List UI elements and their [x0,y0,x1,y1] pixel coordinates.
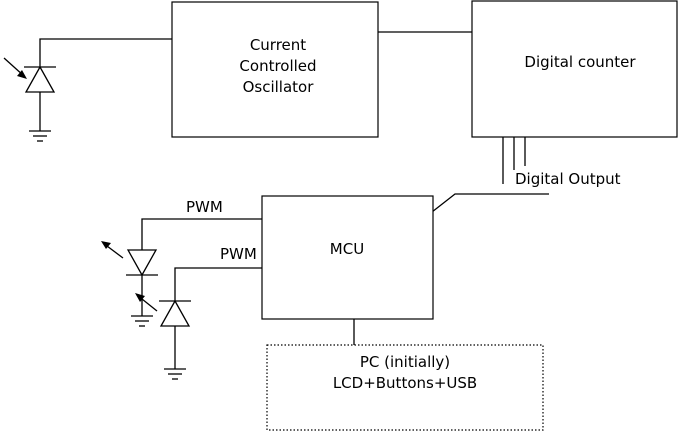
pc-label-2: LCD+Buttons+USB [333,374,477,392]
oscillator-label-3: Oscillator [243,78,315,96]
pwm-label-top: PWM [186,198,223,216]
ground-symbol-led-2 [164,368,186,380]
pc-block [266,344,544,431]
digital-output-label: Digital Output [515,170,621,188]
oscillator-label-2: Controlled [239,57,316,75]
counter-label: Digital counter [524,53,636,71]
mcu-block [261,195,434,320]
pwm-label-bottom: PWM [220,245,257,263]
oscillator-block [171,1,379,138]
pc-label-1: PC (initially) [360,353,450,371]
ground-symbol-sensor [29,130,51,142]
counter-block [471,0,678,138]
sensor-photodiode [3,38,172,131]
mcu-label: MCU [330,240,364,258]
digital-output-bus [431,137,549,213]
oscillator-label-1: Current [250,36,306,54]
led-2 [135,267,262,369]
ground-symbol-led-1 [131,315,153,327]
